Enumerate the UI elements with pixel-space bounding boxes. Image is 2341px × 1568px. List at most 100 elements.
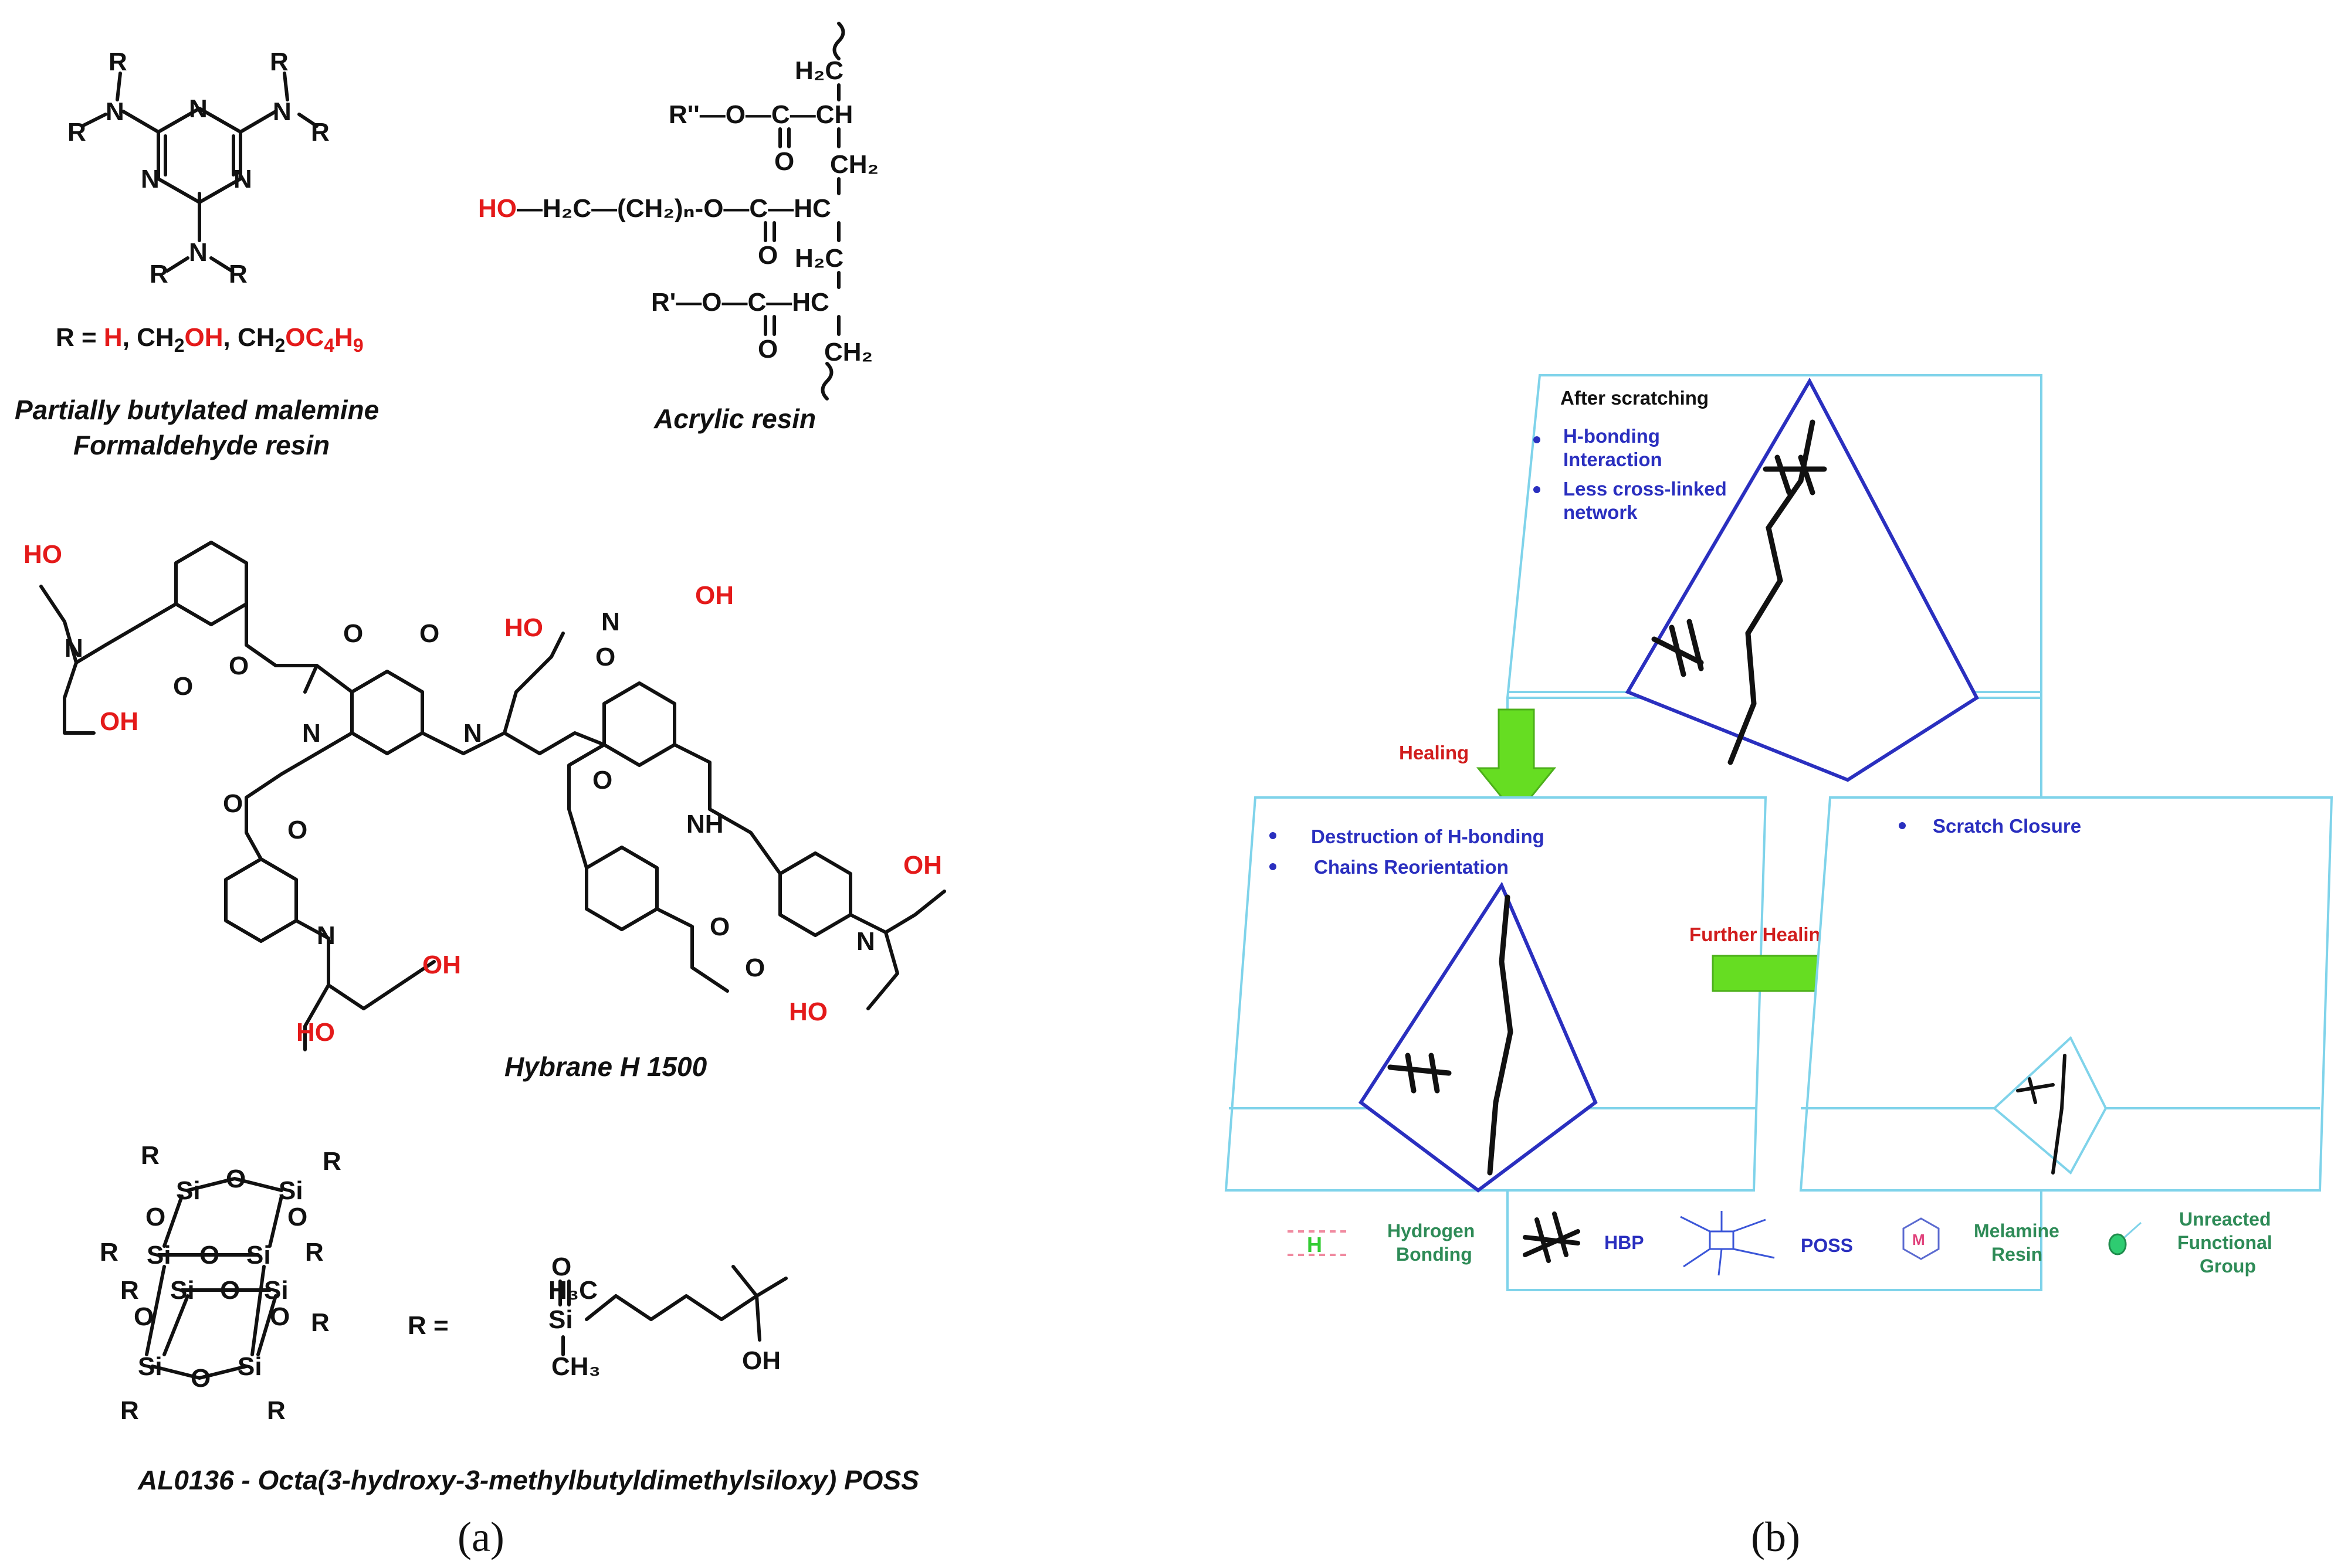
- further-healing-label: Further Healing: [1689, 924, 1832, 945]
- poss-r: R: [311, 1308, 330, 1337]
- bullet-dot: [1269, 863, 1276, 870]
- triazine-n-left: N: [141, 165, 160, 194]
- hybrane-ho: HO: [504, 613, 543, 642]
- legend-poss-icon: [1680, 1211, 1775, 1276]
- poss-si: Si: [238, 1352, 262, 1381]
- poss-r: R: [141, 1141, 160, 1170]
- acrylic-ch2-2: CH₂: [824, 338, 873, 366]
- melamine-structure: N N N N N N R R R R R R R = H, CH2OH, CH…: [15, 47, 379, 460]
- acrylic-structure: H₂C R''—O—C—CH O CH₂ HO—H₂C—(CH₂)ₙ-O—C—H…: [478, 22, 879, 434]
- poss-o: O: [287, 1203, 307, 1231]
- acrylic-row2: HO—H₂C—(CH₂)ₙ-O—C—HC: [478, 194, 831, 223]
- poss-r-definition: R =: [408, 1311, 449, 1340]
- melamine-caption-line1: Partially butylated malemine: [15, 395, 379, 425]
- legend-hbp-icon: [1523, 1211, 1580, 1263]
- hybrane-oh: OH: [422, 951, 461, 979]
- legend-melamine-label-2: Resin: [1991, 1244, 2042, 1265]
- hybrane-n: N: [302, 719, 321, 748]
- r-group: R: [67, 118, 86, 147]
- poss-r: R: [100, 1238, 118, 1267]
- legend-hydrogen-icon: H: [1288, 1230, 1346, 1257]
- legend-poss-label: POSS: [1801, 1235, 1853, 1256]
- acrylic-row3: R'—O—C—HC: [651, 288, 829, 317]
- hybrane-o: O: [710, 912, 730, 941]
- legend-hbp-label: HBP: [1604, 1232, 1644, 1253]
- amine-n-bottom: N: [189, 238, 208, 267]
- top-bullet-1: H-bonding: [1563, 425, 1660, 447]
- hybrane-o: O: [595, 643, 615, 671]
- acrylic-h2c-mid: H₂C: [795, 244, 843, 273]
- hybrane-n: N: [601, 607, 620, 636]
- hybrane-o: O: [419, 619, 439, 648]
- panel-a: N N N N N N R R R R R R R = H, CH2OH, CH…: [15, 22, 946, 1560]
- acrylic-ch2-1: CH₂: [830, 150, 879, 179]
- poss-o: O: [145, 1203, 165, 1231]
- poss-si: Si: [147, 1241, 171, 1270]
- poss-caption: AL0136 - Octa(3-hydroxy-3-methylbutyldim…: [137, 1465, 919, 1495]
- r-group: R: [229, 260, 248, 289]
- hybrane-oh: OH: [100, 707, 138, 736]
- poss-si: Si: [264, 1276, 289, 1305]
- poss-o: O: [191, 1364, 211, 1393]
- poss-oh-r: OH: [742, 1346, 781, 1375]
- healing-arrow: [1476, 708, 1557, 817]
- melamine-caption-line2: Formaldehyde resin: [73, 430, 330, 460]
- bullet-dot: [1899, 822, 1906, 829]
- hybrane-ho: HO: [23, 540, 62, 569]
- poss-methyl: H₃C: [548, 1276, 598, 1305]
- bullet-dot: [1533, 486, 1540, 493]
- poss-r: R: [267, 1396, 286, 1425]
- top-bullet-2b: network: [1563, 501, 1638, 523]
- poss-o: O: [226, 1165, 246, 1193]
- hybrane-o: O: [745, 953, 765, 982]
- poss-o: O: [220, 1276, 240, 1305]
- r-group: R: [109, 47, 127, 76]
- hybrane-o: O: [229, 651, 249, 680]
- hybrane-n: N: [317, 921, 336, 950]
- hybrane-o: O: [173, 672, 193, 701]
- hybrane-nh: NH: [686, 810, 724, 839]
- legend-unreacted-label-3: Group: [2200, 1255, 2256, 1277]
- acrylic-o1: O: [774, 147, 794, 176]
- triazine-n-top: N: [189, 94, 208, 123]
- box-scratch-closure: [1799, 796, 2333, 1192]
- hybrane-caption: Hybrane H 1500: [504, 1051, 707, 1082]
- poss-r: R: [323, 1147, 341, 1176]
- panel-label-a: (a): [458, 1513, 504, 1560]
- amine-n-right: N: [273, 97, 292, 126]
- legend-unreacted-label-2: Functional: [2177, 1232, 2272, 1253]
- r-group: R: [270, 47, 289, 76]
- right-bullet-1: Scratch Closure: [1933, 815, 2081, 837]
- poss-si: Si: [176, 1176, 201, 1205]
- poss-methyl: CH₃: [551, 1352, 601, 1381]
- r-definition: R = H, CH2OH, CH2OC4H9: [56, 323, 364, 356]
- mid-bullet-2: Chains Reorientation: [1314, 856, 1509, 878]
- poss-si: Si: [170, 1276, 195, 1305]
- svg-text:H: H: [1307, 1233, 1322, 1257]
- poss-o: O: [270, 1302, 290, 1331]
- poss-si: Si: [246, 1241, 271, 1270]
- acrylic-o2: O: [758, 241, 778, 270]
- hybrane-ho: HO: [296, 1018, 335, 1047]
- legend: H Hydrogen Bonding HBP POSS M: [1288, 1209, 2272, 1277]
- acrylic-h2c-top: H₂C: [795, 56, 843, 85]
- hybrane-oh: OH: [695, 581, 734, 610]
- acrylic-caption: Acrylic resin: [653, 403, 816, 434]
- hybrane-oh: OH: [903, 851, 942, 880]
- legend-unreacted-label: Unreacted: [2179, 1209, 2271, 1230]
- legend-melamine-label: Melamine: [1974, 1220, 2059, 1241]
- acrylic-o3: O: [758, 335, 778, 364]
- hybrane-ho: HO: [789, 997, 828, 1026]
- hybrane-o: O: [223, 789, 243, 818]
- panel-b: After scratching H-bonding Interaction L…: [1224, 374, 2333, 1560]
- poss-si: Si: [279, 1176, 303, 1205]
- poss-o: O: [199, 1241, 219, 1270]
- hybrane-n: N: [856, 927, 875, 956]
- hybrane-o: O: [287, 816, 307, 844]
- legend-melamine-icon: M: [1902, 1217, 1940, 1260]
- top-title: After scratching: [1560, 387, 1709, 409]
- mid-bullet-1: Destruction of H-bonding: [1311, 826, 1544, 847]
- poss-o-r: O: [551, 1253, 571, 1281]
- svg-text:M: M: [1912, 1231, 1925, 1248]
